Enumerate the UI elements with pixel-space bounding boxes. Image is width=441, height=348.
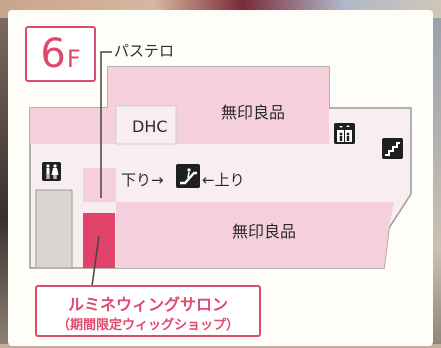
service-area-grey	[35, 189, 73, 269]
floor-suffix: F	[66, 45, 81, 73]
escalator-icon[interactable]	[176, 164, 200, 188]
store-dhc[interactable]	[115, 105, 177, 145]
elevator-icon[interactable]	[334, 123, 355, 144]
store-muji-top[interactable]	[184, 67, 329, 144]
store-muji-bottom[interactable]	[116, 202, 394, 268]
background-photo-bottom	[0, 344, 441, 348]
background-photo-left	[0, 18, 8, 348]
salon-leader-line	[91, 235, 100, 287]
salon-callout-box	[35, 285, 261, 337]
store-label-muji-top: 無印良品	[221, 103, 286, 122]
store-left-zone	[30, 108, 108, 144]
store-label-dhc: DHC	[132, 117, 168, 136]
escalator-down-label: 下り→	[121, 171, 164, 189]
floor-plan	[29, 51, 412, 337]
background-photo-right	[433, 18, 441, 348]
restroom-icon[interactable]	[42, 162, 61, 181]
callout-title: ルミネウィングサロン	[67, 295, 228, 314]
floor-indicator: 6 F	[25, 26, 96, 82]
escalator-up-label: ←上り	[202, 171, 245, 189]
floor-map-card: 6 F パステロ DHC 無印良品 無印良品 下り→ ←上り ルミネウィングサロ…	[8, 10, 433, 346]
callout-subtitle: （期間限定ウィッグショップ）	[56, 318, 239, 333]
store-pastero-annex	[83, 168, 116, 202]
pastero-leader-line	[100, 51, 112, 198]
floor-number: 6	[40, 31, 66, 77]
store-label-pastero: パステロ	[114, 42, 175, 60]
store-label-muji-bottom: 無印良品	[232, 222, 297, 241]
stairs-icon[interactable]	[382, 138, 403, 159]
